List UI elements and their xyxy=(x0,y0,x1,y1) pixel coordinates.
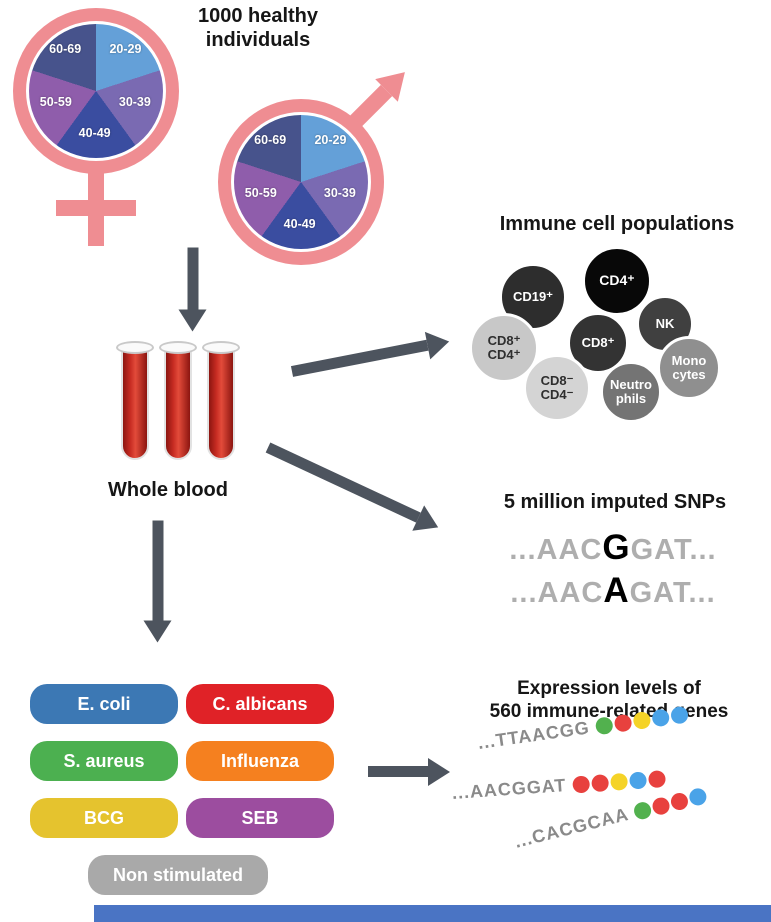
snp-seq-post: GAT... xyxy=(630,534,717,566)
age-label-40-49: 40-49 xyxy=(283,216,316,231)
age-label-50-59: 50-59 xyxy=(244,185,277,200)
arrow-cohort-to-blood xyxy=(187,247,199,310)
snp-allele: G xyxy=(602,528,631,567)
age-label-60-69: 60-69 xyxy=(254,133,287,148)
male-ring: 20-29 30-39 40-49 50-59 60-69 xyxy=(218,99,384,265)
tube-rim xyxy=(159,341,197,354)
cell-circle-cd19: CD19⁺ xyxy=(499,263,567,331)
female-ring: 20-29 30-39 40-49 50-59 60-69 xyxy=(13,8,179,174)
snp-sequence-1: ...AACGGAT... xyxy=(452,528,771,568)
age-label-20-29: 20-29 xyxy=(314,133,347,148)
arrow-blood-to-cells xyxy=(290,339,429,377)
arrow-stimulations-to-expression xyxy=(368,766,428,777)
immune-populations-title: Immune cell populations xyxy=(499,213,735,235)
stimulus-pill-e-coli: E. coli xyxy=(30,684,178,724)
male-age-pie: 20-29 30-39 40-49 50-59 60-69 xyxy=(234,115,368,249)
snp-seq-post: GAT... xyxy=(629,577,716,609)
age-label-40-49: 40-49 xyxy=(78,125,111,140)
age-label-30-39: 30-39 xyxy=(118,94,151,109)
snp-allele: A xyxy=(603,571,630,610)
age-label-30-39: 30-39 xyxy=(323,185,356,200)
blood-tube xyxy=(202,341,240,463)
tube-body xyxy=(207,348,235,460)
tube-body xyxy=(164,348,192,460)
whole-blood-label: Whole blood xyxy=(108,479,228,501)
cell-circle-cd8-cd4-neg: CD8⁻ CD4⁻ xyxy=(523,354,591,422)
stimulus-pill-s-aureus: S. aureus xyxy=(30,741,178,781)
snps-title: 5 million imputed SNPs xyxy=(503,491,727,513)
blood-tube xyxy=(159,341,197,463)
age-label-50-59: 50-59 xyxy=(39,94,72,109)
expression-row: ...AACGGAT xyxy=(451,768,666,804)
stimulus-pill-c-albicans: C. albicans xyxy=(186,684,334,724)
footer-bar xyxy=(94,905,771,922)
tube-rim xyxy=(116,341,154,354)
expression-sequence: ...CACGCAA xyxy=(512,804,631,852)
tube-rim xyxy=(202,341,240,354)
stimulus-pill-non-stimulated: Non stimulated xyxy=(88,855,268,895)
arrow-blood-to-stimulations xyxy=(152,520,164,621)
blood-tube xyxy=(116,341,154,463)
cell-circle-cd4: CD4⁺ xyxy=(582,246,652,316)
snp-sequence-2: ...AACAGAT... xyxy=(452,571,771,611)
stimulus-pill-influenza: Influenza xyxy=(186,741,334,781)
age-label-20-29: 20-29 xyxy=(109,42,142,57)
cohort-title: 1000 healthy individuals xyxy=(197,5,319,51)
expression-dots xyxy=(570,770,666,794)
tube-body xyxy=(121,348,149,460)
cell-circle-monocytes: Mono cytes xyxy=(657,336,721,400)
arrow-blood-to-snps xyxy=(265,442,421,523)
snp-seq-pre: ...AAC xyxy=(509,534,603,566)
stimulus-pill-seb: SEB xyxy=(186,798,334,838)
stimulus-pill-bcg: BCG xyxy=(30,798,178,838)
age-label-60-69: 60-69 xyxy=(49,42,82,57)
cell-circle-neutrophils: Neutro phils xyxy=(600,361,662,423)
female-age-pie: 20-29 30-39 40-49 50-59 60-69 xyxy=(29,24,163,158)
snp-seq-pre: ...AAC xyxy=(510,577,604,609)
expression-sequence: ...AACGGAT xyxy=(451,775,568,803)
female-symbol-crossbar xyxy=(56,200,136,216)
expression-dots xyxy=(630,786,709,822)
